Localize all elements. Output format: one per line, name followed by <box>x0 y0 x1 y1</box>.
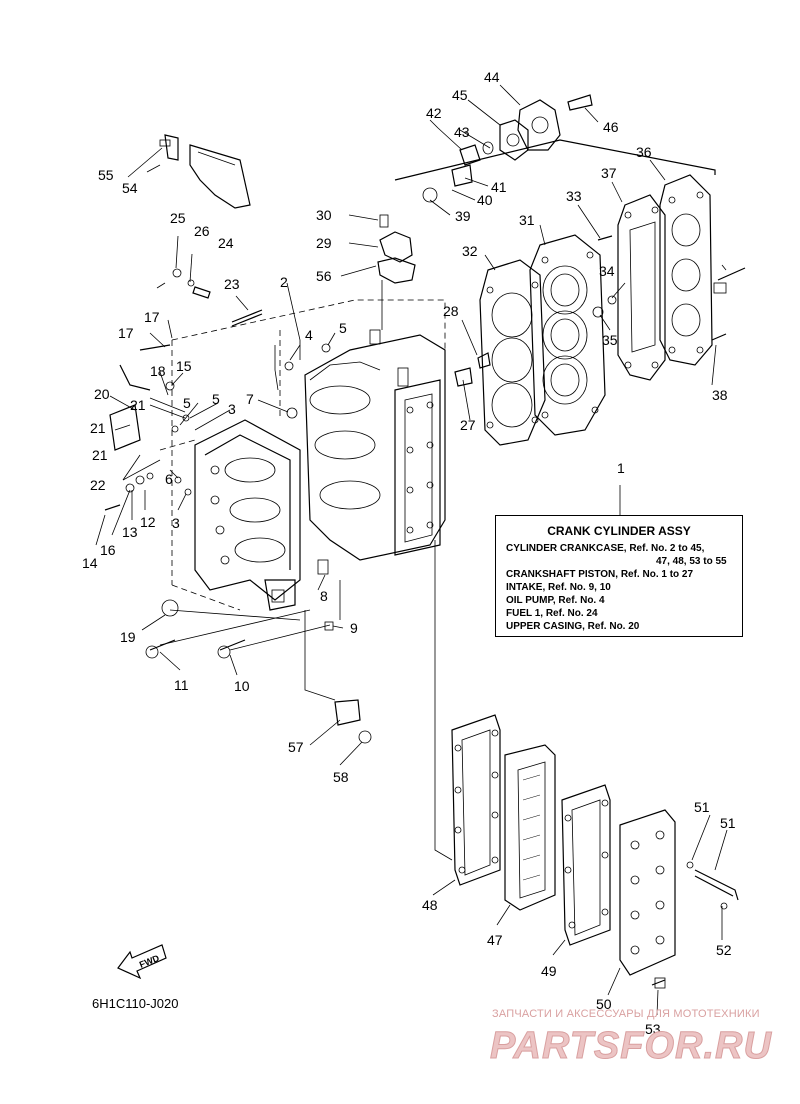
callout-43: 44 <box>484 69 500 85</box>
crankcase-half <box>194 419 301 611</box>
fasteners <box>104 235 746 744</box>
info-line: UPPER CASING, Ref. No. 20 <box>506 621 640 632</box>
callout-55: 56 <box>316 268 332 284</box>
assembly-info-box: CRANK CYLINDER ASSY CYLINDER CRANKCASE, … <box>495 515 743 637</box>
callout-48: 49 <box>541 963 557 979</box>
callout-8: 9 <box>350 620 358 636</box>
assembly-dash-lines <box>159 299 446 611</box>
hose <box>686 861 739 910</box>
fwd-label: FWD <box>138 953 161 970</box>
callout-57: 58 <box>333 769 349 785</box>
callout-29: 30 <box>316 207 332 223</box>
callout-26: 27 <box>460 417 476 433</box>
callout-46: 47 <box>487 932 503 948</box>
callout-17: 18 <box>150 363 166 379</box>
callout-3: 3 <box>228 401 236 417</box>
callout-32: 33 <box>566 188 582 204</box>
callout-13: 14 <box>82 555 98 571</box>
info-line: CYLINDER CRANKCASE, Ref. No. 2 to 45, <box>506 543 705 554</box>
callout-27: 28 <box>443 303 459 319</box>
head-cover <box>659 174 713 366</box>
callout-12: 13 <box>122 524 138 540</box>
callout-39: 40 <box>477 192 493 208</box>
cylinder-block <box>304 329 446 561</box>
callout-10: 11 <box>174 677 189 693</box>
callout-1: 1 <box>617 460 625 476</box>
callout-40: 41 <box>491 179 507 195</box>
callout-15: 16 <box>100 542 116 558</box>
callout-31: 32 <box>462 243 478 259</box>
info-line: FUEL 1, Ref. No. 24 <box>506 608 598 619</box>
head-gasket <box>479 259 546 446</box>
callout-18: 19 <box>120 629 136 645</box>
callout-24: 25 <box>170 210 186 226</box>
callout-9: 10 <box>234 678 250 694</box>
callout-53: 54 <box>122 180 138 196</box>
callout-52: 53 <box>645 1021 661 1037</box>
watermark-logo: PARTSFOR.RU <box>490 1025 772 1067</box>
callout-35: 36 <box>636 144 652 160</box>
holder-brackets <box>377 214 416 284</box>
callout-54: 55 <box>98 167 114 183</box>
callout-22: 23 <box>224 276 240 292</box>
callout-3: 3 <box>172 515 180 531</box>
callout-25: 26 <box>194 223 210 239</box>
callout-44: 45 <box>452 87 468 103</box>
callout-42: 43 <box>454 124 470 140</box>
info-line: CRANKSHAFT PISTON, Ref. No. 1 to 27 <box>506 569 694 580</box>
cylinder-head <box>529 234 606 436</box>
callout-34: 35 <box>602 332 618 348</box>
info-line: 47, 48, 53 to 55 <box>656 556 727 567</box>
callout-51: 51 <box>694 799 710 815</box>
watermark-logo-text: PARTSFOR.RU <box>490 1025 772 1066</box>
callout-21: 22 <box>90 477 106 493</box>
callout-11: 12 <box>140 514 156 530</box>
callout-5: 5 <box>212 391 220 407</box>
callout-41: 42 <box>426 105 442 121</box>
callout-14: 15 <box>176 358 192 374</box>
callout-47: 48 <box>422 897 438 913</box>
callout-38: 39 <box>455 208 471 224</box>
callout-36: 37 <box>601 165 617 181</box>
callout-23: 24 <box>218 235 234 251</box>
fwd-arrow-icon: FWD <box>117 944 167 980</box>
callout-labels: 1 2 3 3 4 5 5 5 6 7 8 9 10 11 12 13 14 1… <box>82 69 736 1037</box>
callout-6: 7 <box>246 391 254 407</box>
callout-30: 31 <box>519 212 535 228</box>
callout-20: 21 <box>92 447 108 463</box>
callout-50: 51 <box>720 815 736 831</box>
watermark-tagline: ЗАПЧАСТИ И АКСЕССУАРЫ ДЛЯ МОТОТЕХНИКИ <box>492 1008 760 1020</box>
info-line: INTAKE, Ref. No. 9, 10 <box>506 582 611 593</box>
callout-2: 2 <box>280 274 288 290</box>
thermostat-cover-assembly <box>394 94 716 203</box>
callout-45: 46 <box>603 119 619 135</box>
leader-lines <box>95 84 728 1016</box>
callout-21: 21 <box>90 420 106 436</box>
callout-17: 17 <box>144 309 160 325</box>
callout-21: 21 <box>130 397 146 413</box>
callout-19: 20 <box>94 386 110 402</box>
callout-7: 8 <box>320 588 328 604</box>
cover-gasket <box>617 194 666 381</box>
callout-5: 5 <box>183 395 191 411</box>
callout-56: 57 <box>288 739 304 755</box>
info-line: OIL PUMP, Ref. No. 4 <box>506 595 605 606</box>
callout-16: 17 <box>118 325 134 341</box>
info-box-title: CRANK CYLINDER ASSY <box>547 524 691 538</box>
top-bracket <box>159 134 251 209</box>
callout-37: 38 <box>712 387 728 403</box>
callout-33: 34 <box>599 263 615 279</box>
diagram-code: 6H1C110-J020 <box>92 996 179 1011</box>
callout-49: 50 <box>596 996 612 1012</box>
callout-28: 29 <box>316 235 332 251</box>
callout-5: 6 <box>165 471 173 487</box>
exhaust-cover-group <box>451 714 676 989</box>
callout-4: 4 <box>305 327 313 343</box>
callout-5: 5 <box>339 320 347 336</box>
callout-51: 52 <box>716 942 732 958</box>
